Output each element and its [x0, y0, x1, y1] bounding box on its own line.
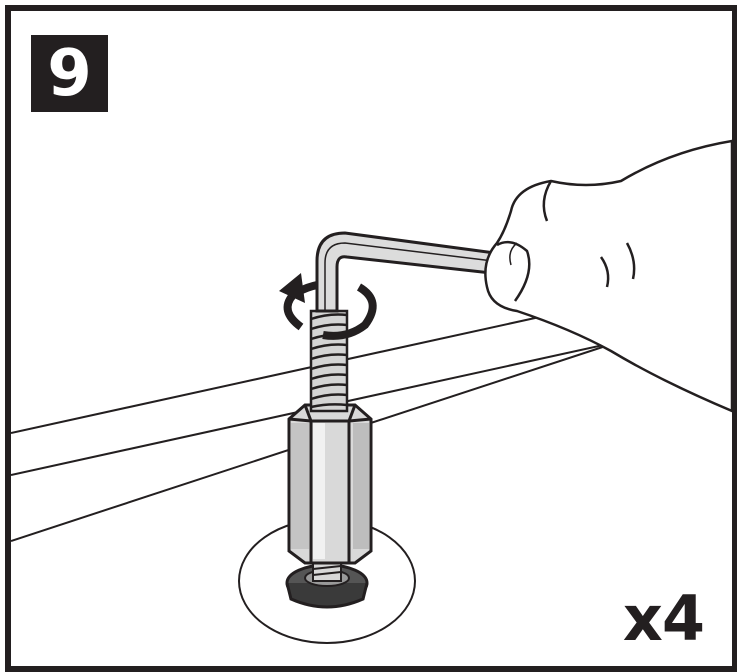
coupling-nut-icon: [287, 403, 373, 565]
assembly-illustration: [11, 139, 732, 644]
step-number-badge: 9: [31, 35, 108, 112]
hand-icon: [484, 139, 732, 413]
hex-key-icon: [315, 231, 497, 313]
instruction-panel: 9 x4: [5, 5, 737, 672]
threaded-rod-icon: [309, 309, 349, 413]
quantity-label: x4: [622, 582, 705, 655]
